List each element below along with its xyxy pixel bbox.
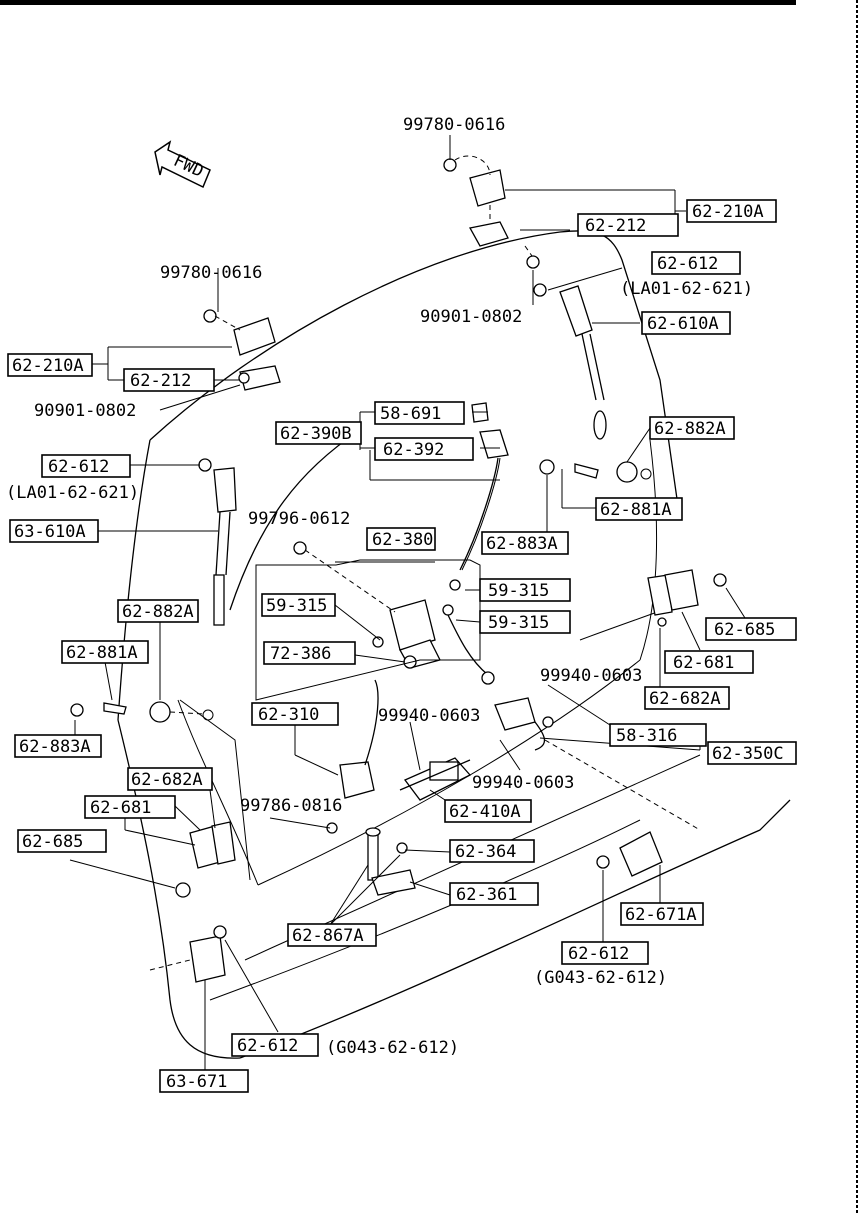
lock-cylinder <box>326 679 379 834</box>
label-62-682a-right: 62-682A <box>649 689 721 709</box>
label-la01-62-621-left: (LA01-62-621) <box>6 483 139 503</box>
bumper-right <box>596 831 663 877</box>
bumper-left <box>149 925 227 983</box>
label-g043-62-612-right: (G043-62-612) <box>534 968 667 988</box>
label-62-612-left: 62-612 <box>48 457 109 477</box>
label-99780-0616-top: 99780-0616 <box>403 115 505 135</box>
label-59-315-right-b: 59-315 <box>488 613 549 633</box>
label-99940-0603-b: 99940-0603 <box>378 706 480 726</box>
label-99780-0616-left: 99780-0616 <box>160 263 262 283</box>
label-58-316: 58-316 <box>616 726 677 746</box>
label-99940-0603-c: 99940-0603 <box>472 773 574 793</box>
label-62-612-bottom-right: 62-612 <box>568 944 629 964</box>
gas-strut-right <box>533 283 607 440</box>
top-border-bar <box>0 0 796 5</box>
part-number-labels: 99780-0616 62-210A 62-212 62-612 (LA01-6… <box>6 115 784 1092</box>
label-62-882a-right: 62-882A <box>654 419 726 439</box>
label-62-380: 62-380 <box>372 530 433 550</box>
hinge-top-left <box>203 309 281 391</box>
label-62-881a-right: 62-881A <box>600 500 672 520</box>
label-62-682a-left: 62-682A <box>131 770 203 790</box>
label-58-691: 58-691 <box>380 404 441 424</box>
label-99796-0612: 99796-0612 <box>248 509 350 529</box>
label-62-883a-center: 62-883A <box>486 534 558 554</box>
label-62-410a: 62-410A <box>449 802 521 822</box>
hinge-top-right <box>443 155 540 269</box>
label-62-612-right: 62-612 <box>657 254 718 274</box>
label-99786-0816: 99786-0816 <box>240 796 342 816</box>
label-99940-0603-a: 99940-0603 <box>540 666 642 686</box>
lower-striker <box>365 827 416 896</box>
label-62-361: 62-361 <box>456 885 517 905</box>
label-62-685-right: 62-685 <box>714 620 775 640</box>
label-62-685-left: 62-685 <box>22 832 83 852</box>
stopper-parts-right <box>539 459 652 483</box>
actuator-unit <box>481 671 701 831</box>
label-la01-62-621-right: (LA01-62-621) <box>620 279 753 299</box>
label-63-671: 63-671 <box>166 1072 227 1092</box>
label-62-681-right: 62-681 <box>673 653 734 673</box>
label-62-364: 62-364 <box>455 842 516 862</box>
leader-lines <box>69 135 746 1070</box>
label-63-610a-left: 63-610A <box>14 522 86 542</box>
label-62-212-left: 62-212 <box>130 371 191 391</box>
label-59-315-right-a: 59-315 <box>488 581 549 601</box>
label-90901-0802-right: 90901-0802 <box>420 307 522 327</box>
label-62-881a-left: 62-881A <box>66 643 138 663</box>
label-62-612-bottom-left: 62-612 <box>237 1036 298 1056</box>
forward-direction-arrow-icon: FWD <box>154 140 211 189</box>
label-62-350c: 62-350C <box>712 744 784 764</box>
label-62-210a-right: 62-210A <box>692 202 764 222</box>
label-59-315-left: 59-315 <box>266 596 327 616</box>
upper-latch-cable <box>459 402 509 571</box>
label-62-610a-right: 62-610A <box>647 314 719 334</box>
label-62-882a-left: 62-882A <box>122 602 194 622</box>
label-72-386: 72-386 <box>270 644 331 664</box>
label-62-681-left: 62-681 <box>90 798 151 818</box>
side-hinge-left <box>175 821 236 898</box>
label-90901-0802-left: 90901-0802 <box>34 401 136 421</box>
label-62-392: 62-392 <box>383 440 444 460</box>
label-g043-62-612-left: (G043-62-612) <box>326 1038 459 1058</box>
gas-strut-left <box>198 458 237 626</box>
label-frames <box>7 199 797 1093</box>
side-hinge-right <box>647 569 727 627</box>
stopper-parts-left <box>70 701 214 723</box>
label-62-212-right: 62-212 <box>585 216 646 236</box>
label-62-310: 62-310 <box>258 705 319 725</box>
label-62-210a-left: 62-210A <box>12 356 84 376</box>
label-62-883a-left: 62-883A <box>19 737 91 757</box>
latch-rod-outline <box>255 559 481 701</box>
label-62-390b: 62-390B <box>280 424 352 444</box>
outer-handle <box>399 757 472 801</box>
label-62-671a: 62-671A <box>625 905 697 925</box>
label-62-867a: 62-867A <box>292 926 364 946</box>
